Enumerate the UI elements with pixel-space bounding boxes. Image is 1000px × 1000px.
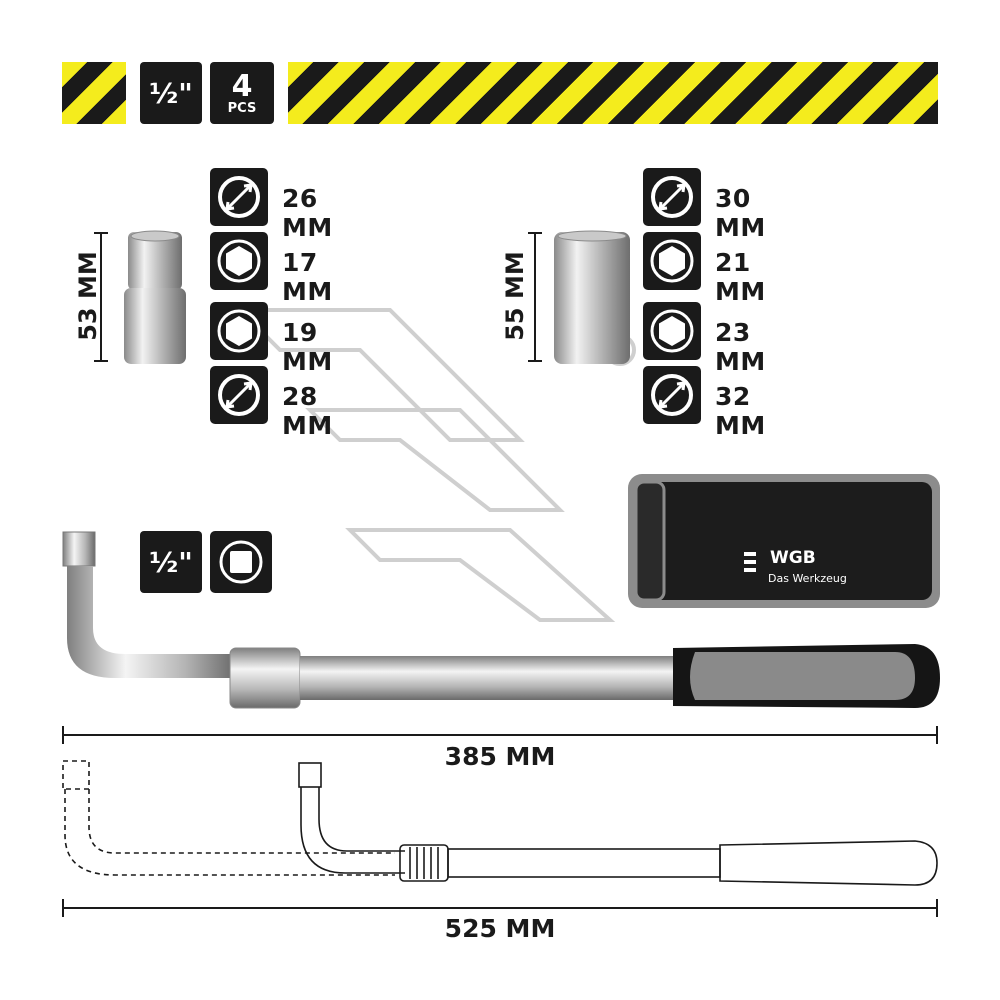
min-length-label: 385 MM [444, 742, 556, 771]
max-length-label: 525 MM [444, 914, 556, 943]
wrench-extension-diagram [62, 760, 938, 886]
drive-size-badge: ½" [140, 62, 202, 124]
outer-diameter-icon [643, 366, 701, 424]
socket-size-label: 17 MM [282, 248, 333, 306]
socket-left-height-label: 53 MM [74, 251, 102, 341]
socket-left-height-dimension [100, 232, 102, 362]
wrench-drive-size-badge: ½" [140, 531, 202, 593]
dim-tick [62, 726, 64, 744]
piece-count-number: 4 [231, 68, 253, 104]
outer-diameter-icon [210, 168, 268, 226]
dim-tick [528, 232, 542, 234]
socket-size-label: 32 MM [715, 382, 766, 440]
dim-tick [528, 360, 542, 362]
socket-right-height-label: 55 MM [501, 251, 529, 341]
socket-right-image [554, 230, 630, 364]
dim-tick [94, 232, 108, 234]
drive-size-text: ½" [149, 76, 193, 110]
socket-right-height-dimension [534, 232, 536, 362]
max-length-dimension-line [62, 907, 938, 909]
socket-size-label: 30 MM [715, 184, 766, 242]
wrench-drive-size-text: ½" [149, 545, 193, 579]
socket-size-label: 28 MM [282, 382, 333, 440]
dim-tick [62, 899, 64, 917]
dim-tick [94, 360, 108, 362]
socket-size-label: 21 MM [715, 248, 766, 306]
hex-icon [210, 232, 268, 290]
socket-size-label: 23 MM [715, 318, 766, 376]
dim-tick [936, 726, 938, 744]
storage-pouch-image [628, 474, 940, 608]
hazard-stripe-left [62, 62, 126, 124]
hex-icon [643, 302, 701, 360]
piece-count-unit: PCS [227, 100, 257, 116]
pouch-brand: WGB [770, 548, 816, 568]
outer-diameter-icon [643, 168, 701, 226]
outer-diameter-icon [210, 366, 268, 424]
min-length-dimension-line [62, 734, 938, 736]
hazard-stripe-right [288, 62, 938, 124]
hex-icon [210, 302, 268, 360]
socket-size-label: 19 MM [282, 318, 333, 376]
socket-left-image [124, 230, 186, 364]
socket-size-label: 26 MM [282, 184, 333, 242]
telescopic-wrench-image [62, 531, 940, 709]
square-drive-icon [210, 531, 272, 593]
pouch-tagline: Das Werkzeug [768, 572, 847, 585]
hex-icon [643, 232, 701, 290]
piece-count-badge: 4 PCS [210, 62, 274, 124]
dim-tick [936, 899, 938, 917]
